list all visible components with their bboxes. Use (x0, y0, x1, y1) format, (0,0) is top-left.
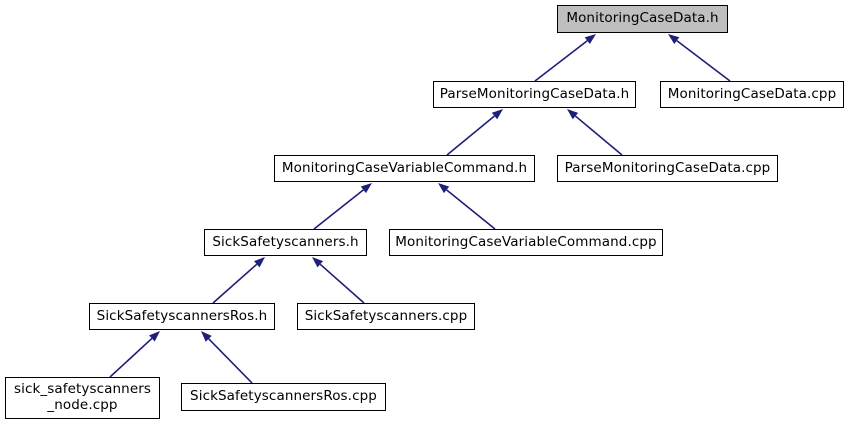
dependency-arrow-sicksafetyscanners-cpp-to-sicksafetyscanners-h (312, 257, 365, 304)
dependency-arrow-sick-safetyscanners-node-cpp-to-sicksafetyscannersros-h (109, 331, 160, 378)
graph-node-sick-safetyscanners-node-cpp[interactable]: sick_safetyscanners _node.cpp (5, 377, 160, 419)
graph-node-monitoringcasedata-cpp[interactable]: MonitoringCaseData.cpp (660, 81, 844, 108)
graph-node-parsemonitoringcasedata-cpp[interactable]: ParseMonitoringCaseData.cpp (557, 155, 778, 182)
dependency-arrow-monitoringcasedata-cpp-to-monitoringcasedata-h (668, 34, 731, 82)
dependency-arrow-parsemonitoringcasedata-h-to-monitoringcasedata-h (534, 34, 596, 82)
dependency-arrow-sicksafetyscanners-h-to-monitoringcasevariablecommand-h (313, 183, 372, 230)
graph-node-sicksafetyscanners-cpp[interactable]: SickSafetyscanners.cpp (297, 303, 475, 330)
graph-node-parsemonitoringcasedata-h[interactable]: ParseMonitoringCaseData.h (433, 81, 636, 108)
graph-node-sicksafetyscanners-h[interactable]: SickSafetyscanners.h (204, 229, 367, 256)
dependency-arrow-monitoringcasevariablecommand-cpp-to-monitoringcasevariablecommand-h (438, 183, 496, 230)
dependency-arrow-sicksafetyscannersros-cpp-to-sicksafetyscannersros-h (201, 331, 253, 384)
dependency-arrow-monitoringcasevariablecommand-h-to-parsemonitoringcasedata-h (446, 109, 503, 156)
graph-node-monitoringcasevariablecommand-h[interactable]: MonitoringCaseVariableCommand.h (274, 155, 535, 182)
dependency-arrow-parsemonitoringcasedata-cpp-to-parsemonitoringcasedata-h (567, 109, 623, 156)
graph-node-monitoringcasedata-h[interactable]: MonitoringCaseData.h (557, 5, 728, 33)
graph-node-monitoringcasevariablecommand-cpp[interactable]: MonitoringCaseVariableCommand.cpp (389, 229, 663, 256)
dependency-arrow-sicksafetyscannersros-h-to-sicksafetyscanners-h (212, 257, 265, 304)
graph-node-sicksafetyscannersros-h[interactable]: SickSafetyscannersRos.h (89, 303, 275, 330)
graph-node-sicksafetyscannersros-cpp[interactable]: SickSafetyscannersRos.cpp (181, 383, 386, 411)
